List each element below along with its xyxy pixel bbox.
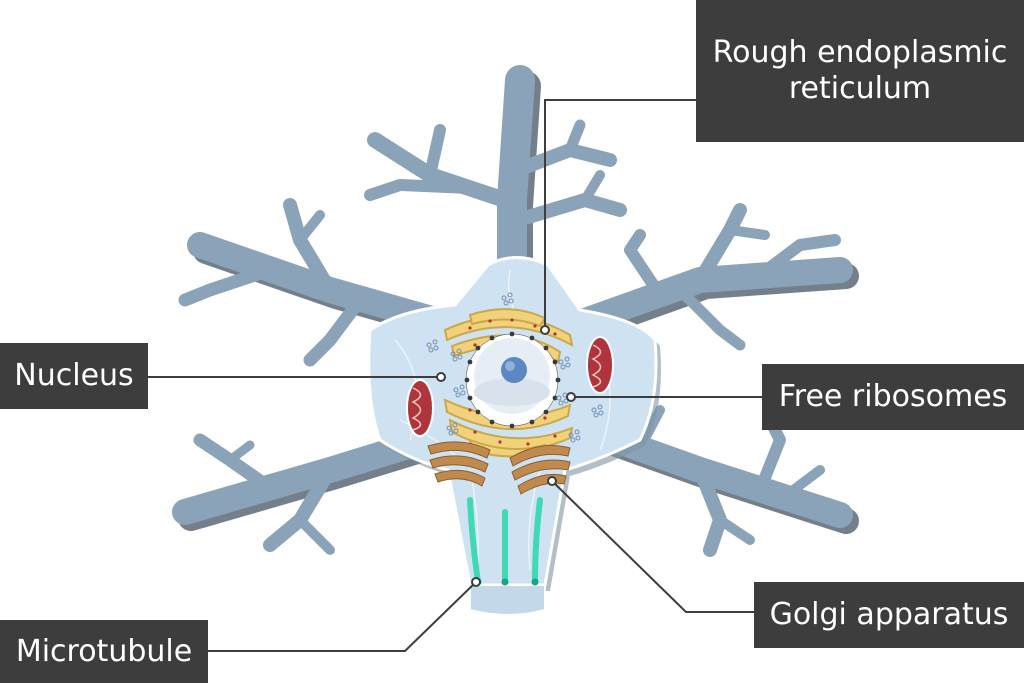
label-nucleus-text: Nucleus (14, 358, 134, 393)
leader-lines (148, 99, 762, 652)
label-golgi-apparatus: Golgi apparatus (754, 582, 1024, 648)
label-free-ribosomes-text: Free ribosomes (778, 379, 1008, 414)
nucleus (464, 331, 561, 429)
label-microtubule: Microtubule (0, 620, 208, 683)
label-golgi-text: Golgi apparatus (769, 597, 1009, 632)
microtubules (467, 497, 543, 585)
label-microtubule-text: Microtubule (15, 633, 193, 669)
label-rough-endoplasmic-reticulum: Rough endoplasmic reticulum (696, 0, 1024, 142)
label-rough-er-text: Rough endoplasmic reticulum (712, 35, 1008, 106)
leader-dots (436, 325, 576, 587)
free-ribosomes (426, 292, 604, 443)
axon-hillock (469, 584, 546, 616)
leader-line-rough-er (544, 99, 696, 330)
leader-line-golgi (551, 480, 754, 613)
label-nucleus: Nucleus (0, 343, 148, 409)
mitochondria (406, 336, 614, 437)
label-free-ribosomes: Free ribosomes (762, 364, 1024, 430)
leader-line-microtubule (208, 581, 477, 652)
nucleolus (501, 357, 527, 383)
